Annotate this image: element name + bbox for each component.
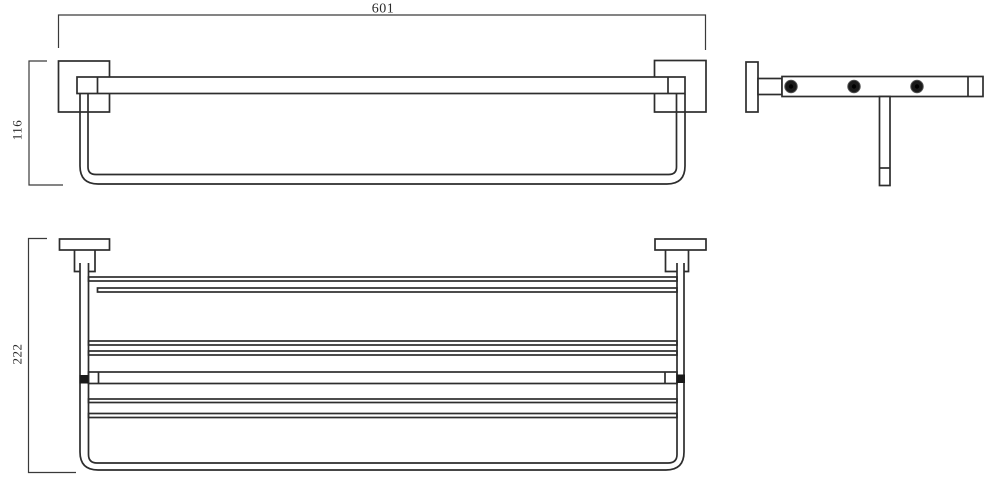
dimension-rack-height: 222 xyxy=(10,237,76,474)
dimension-bar-width: 601 xyxy=(57,2,707,50)
view-bracket-side xyxy=(745,61,984,187)
screw-2-center xyxy=(851,84,857,89)
rack-rail-2 xyxy=(96,287,678,293)
rack-rail-4 xyxy=(87,350,678,356)
rack-front-towel-bar-end-caps xyxy=(97,372,666,384)
rack-rail-6 xyxy=(87,398,678,404)
rack-rail-7 xyxy=(87,412,678,419)
side-arm xyxy=(781,75,984,98)
rack-frame-inner xyxy=(87,263,678,464)
screw-3 xyxy=(910,79,924,94)
rack-right-bracket-plate xyxy=(654,238,707,251)
side-arm-stub xyxy=(757,77,783,96)
rack-right-joint-connector xyxy=(676,374,685,383)
screw-2 xyxy=(847,79,861,94)
rack-left-bracket-plate xyxy=(58,238,111,251)
dimension-rack-height-lines xyxy=(27,237,76,474)
side-drop-bar xyxy=(878,95,891,187)
rack-right-bracket-stem xyxy=(664,250,690,273)
rack-left-joint-connector xyxy=(79,375,89,384)
dimension-bar-width-lines xyxy=(57,14,707,50)
dimension-bar-height-lines xyxy=(28,60,63,186)
view-towel-bar-front xyxy=(57,59,707,185)
dimension-bar-width-label: 601 xyxy=(372,2,395,17)
rack-rail-3 xyxy=(87,340,678,346)
rack-left-bracket-stem xyxy=(73,250,96,273)
dimension-bar-height: 116 xyxy=(10,60,63,186)
lower-bar-loop-outer xyxy=(79,94,686,185)
rack-frame-outer xyxy=(79,263,685,471)
rack-front-towel-bar xyxy=(87,371,678,385)
screw-3-center xyxy=(914,84,920,89)
screw-1-center xyxy=(788,84,794,89)
upper-bar xyxy=(76,76,686,95)
view-towel-rack-front xyxy=(58,238,707,471)
upper-bar-end-caps xyxy=(96,77,669,94)
dimension-rack-height-label: 222 xyxy=(10,344,25,365)
rack-rail-1 xyxy=(87,276,678,282)
dimension-bar-height-label: 116 xyxy=(10,120,25,141)
lower-bar-loop-inner xyxy=(87,94,678,176)
side-wall-plate xyxy=(745,61,759,113)
screw-1 xyxy=(784,79,798,94)
